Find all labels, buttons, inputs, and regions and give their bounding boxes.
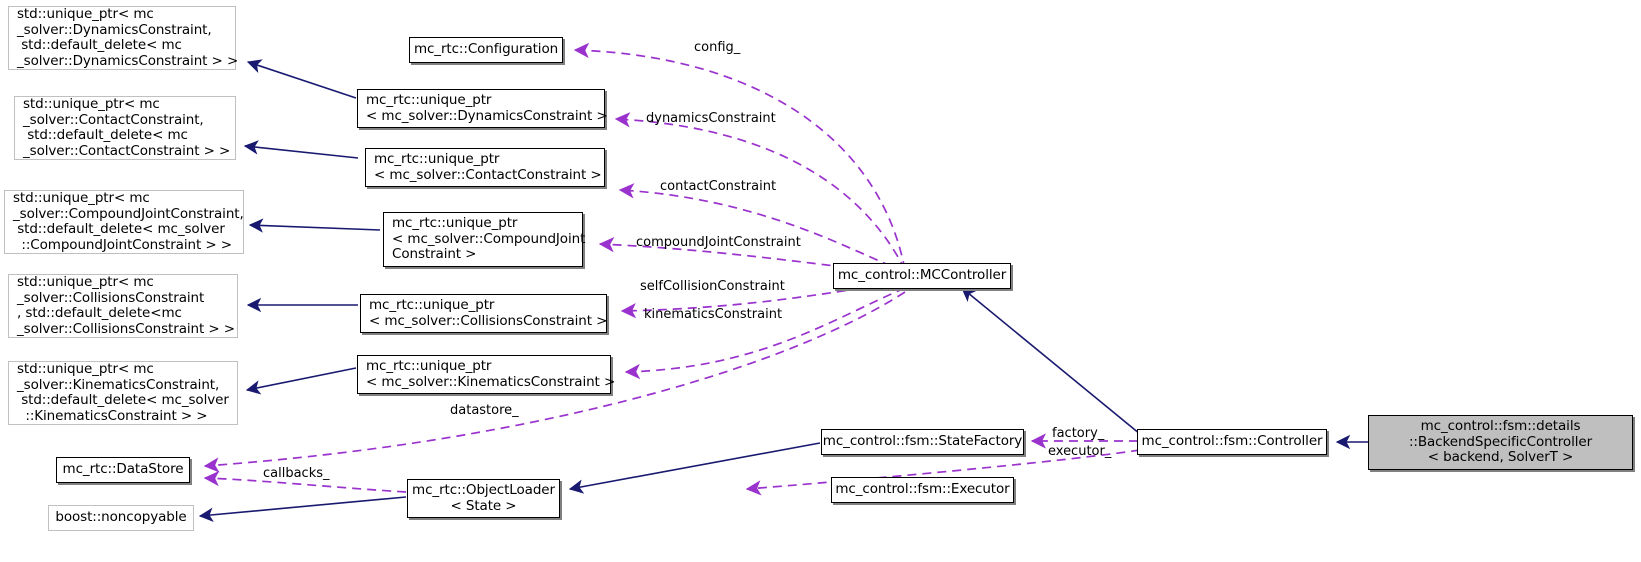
node-fsm-executor[interactable]: mc_control::fsm::Executor (831, 477, 1014, 503)
edge-inherit-statefactory-objectloader (568, 442, 821, 494)
node-label: mc_rtc::ObjectLoader < State > (412, 482, 555, 514)
node-mc-rtc-unique-ptr-compound-joint[interactable]: mc_rtc::unique_ptr < mc_solver::Compound… (383, 212, 585, 267)
node-object-loader-state[interactable]: mc_rtc::ObjectLoader < State > (407, 479, 560, 518)
node-label: mc_control::fsm::StateFactory (822, 433, 1023, 450)
node-label: std::unique_ptr< mc _solver::DynamicsCon… (17, 6, 239, 69)
node-label: mc_control::fsm::Executor (835, 481, 1010, 498)
edge-use-contact (618, 183, 906, 273)
edge-label-kinematics-constraint: kinematicsConstraint (644, 307, 783, 322)
node-label: std::unique_ptr< mc _solver::KinematicsC… (17, 361, 229, 424)
node-label: std::unique_ptr< mc _solver::CompoundJoi… (13, 190, 244, 253)
node-label: std::unique_ptr< mc _solver::ContactCons… (23, 96, 231, 159)
node-label: boost::noncopyable (55, 509, 187, 526)
edge-use-kinematics (624, 287, 906, 380)
node-mc-rtc-unique-ptr-kinematics[interactable]: mc_rtc::unique_ptr < mc_solver::Kinemati… (357, 355, 615, 394)
node-label: mc_rtc::unique_ptr < mc_solver::Compound… (392, 215, 586, 263)
edge-label-compound-joint-constraint: compoundJointConstraint (636, 235, 801, 250)
edge-label-factory: factory_ (1052, 426, 1105, 441)
node-unique-ptr-collisions-constraint[interactable]: std::unique_ptr< mc _solver::CollisionsC… (8, 274, 238, 338)
node-label: mc_rtc::Configuration (413, 41, 559, 58)
edge-label-self-collision-constraint: selfCollisionConstraint (640, 279, 785, 294)
node-mc-rtc-unique-ptr-dynamics[interactable]: mc_rtc::unique_ptr < mc_solver::Dynamics… (357, 89, 608, 128)
node-unique-ptr-contact-constraint[interactable]: std::unique_ptr< mc _solver::ContactCons… (14, 96, 236, 160)
edge-inherit-objectloader-noncopyable (198, 496, 407, 522)
node-label: mc_control::fsm::details ::BackendSpecif… (1408, 418, 1593, 466)
node-datastore[interactable]: mc_rtc::DataStore (56, 457, 190, 483)
node-label: mc_rtc::unique_ptr < mc_solver::Collisio… (369, 297, 608, 329)
node-label: mc_control::fsm::Controller (1141, 433, 1323, 450)
node-boost-noncopyable[interactable]: boost::noncopyable (48, 505, 194, 531)
node-mc-controller[interactable]: mc_control::MCController (833, 263, 1011, 289)
edge-label-dynamics-constraint: dynamicsConstraint (646, 111, 776, 126)
edge-inherit-kinematics (245, 367, 357, 395)
node-label: std::unique_ptr< mc _solver::CollisionsC… (17, 274, 235, 337)
edge-label-callbacks: callbacks_ (263, 466, 330, 481)
node-fsm-state-factory[interactable]: mc_control::fsm::StateFactory (821, 429, 1024, 455)
node-label: mc_control::MCController (837, 267, 1007, 284)
node-label: mc_rtc::unique_ptr < mc_solver::Dynamics… (366, 92, 608, 124)
edge-inherit-dynamics (246, 59, 357, 99)
node-configuration[interactable]: mc_rtc::Configuration (409, 37, 563, 63)
edge-label-executor: executor_ (1048, 444, 1112, 459)
node-backend-specific-controller[interactable]: mc_control::fsm::details ::BackendSpecif… (1368, 415, 1633, 470)
edge-label-datastore: datastore_ (450, 403, 519, 418)
node-label: mc_rtc::DataStore (62, 461, 184, 478)
node-unique-ptr-compound-joint-constraint[interactable]: std::unique_ptr< mc _solver::CompoundJoi… (4, 190, 244, 254)
node-label: mc_rtc::unique_ptr < mc_solver::Kinemati… (366, 358, 616, 390)
edge-inherit-compound (248, 218, 381, 233)
node-mc-rtc-unique-ptr-contact[interactable]: mc_rtc::unique_ptr < mc_solver::ContactC… (365, 148, 605, 187)
node-fsm-controller[interactable]: mc_control::fsm::Controller (1137, 429, 1327, 455)
edge-label-contact-constraint: contactConstraint (660, 179, 777, 194)
node-unique-ptr-dynamics-constraint[interactable]: std::unique_ptr< mc _solver::DynamicsCon… (8, 6, 238, 70)
edge-inherit-contact (243, 140, 359, 159)
node-unique-ptr-kinematics-constraint[interactable]: std::unique_ptr< mc _solver::KinematicsC… (8, 361, 238, 425)
node-label: mc_rtc::unique_ptr < mc_solver::ContactC… (374, 151, 602, 183)
node-mc-rtc-unique-ptr-collisions[interactable]: mc_rtc::unique_ptr < mc_solver::Collisio… (360, 294, 607, 333)
edge-label-config: config_ (694, 40, 741, 55)
edge-inherit-mccontroller-fsmcontroller (961, 287, 1141, 435)
